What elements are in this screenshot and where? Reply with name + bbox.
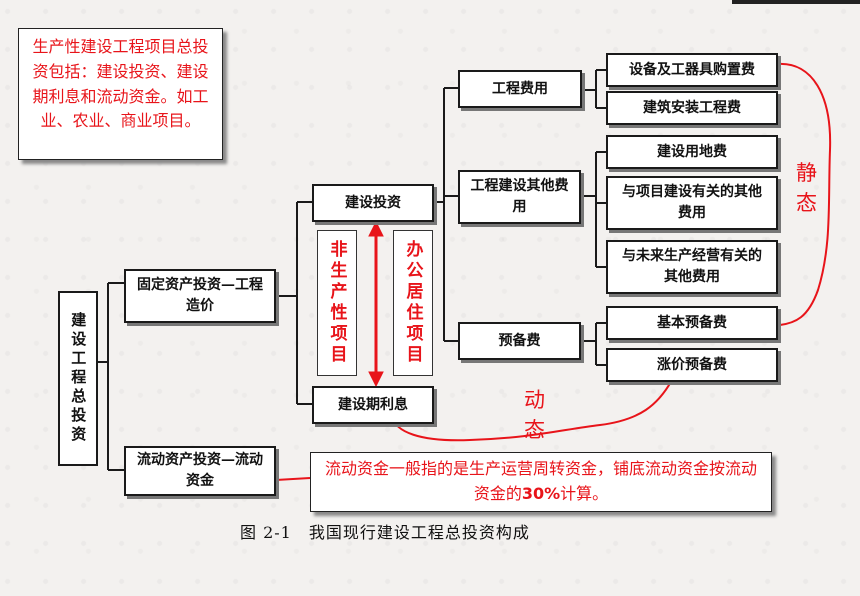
node-price-reserve: 涨价预备费 xyxy=(606,348,778,382)
note-productive-project: 生产性建设工程项目总投资包括：建设投资、建设期利息和流动资金。如工业、农业、商业… xyxy=(18,28,223,160)
node-reserve-label: 预备费 xyxy=(498,332,541,349)
red-double-arrow xyxy=(368,220,384,388)
node-total-investment-label: 建设工程总投资 xyxy=(69,312,88,445)
node-basic-reserve-label: 基本预备费 xyxy=(657,314,727,331)
node-fixed-asset: 固定资产投资—工程造价 xyxy=(124,269,276,323)
label-office-residential-text: 办公居住项目 xyxy=(402,240,423,366)
node-engineering-cost-label: 工程费用 xyxy=(492,80,548,97)
note-connector xyxy=(275,477,311,481)
node-working-capital-label: 流动资产投资—流动资金 xyxy=(137,452,263,489)
note-working-capital-text-end: 计算。 xyxy=(560,483,609,503)
node-other-cost-label: 工程建设其他费用 xyxy=(470,178,569,215)
connector-root xyxy=(96,282,124,471)
node-project-related-label: 与项目建设有关的其他费用 xyxy=(622,184,762,221)
node-land: 建设用地费 xyxy=(606,135,778,169)
note-productive-text: 生产性建设工程项目总投资包括：建设投资、建设期利息和流动资金。如工业、农业、商业… xyxy=(32,37,209,131)
node-construction-investment-label: 建设投资 xyxy=(345,194,401,211)
node-other-cost: 工程建设其他费用 xyxy=(458,170,581,224)
node-construction-interest: 建设期利息 xyxy=(312,386,434,424)
label-dynamic: 动态 xyxy=(524,385,550,446)
top-bar xyxy=(732,0,860,4)
node-installation: 建筑安装工程费 xyxy=(606,91,778,125)
figure-caption: 图 2-1 我国现行建设工程总投资构成 xyxy=(240,523,530,542)
note-highlight-percent: 30% xyxy=(521,483,561,503)
node-construction-investment: 建设投资 xyxy=(312,184,434,222)
label-dynamic-text: 动态 xyxy=(524,388,545,443)
node-land-label: 建设用地费 xyxy=(657,143,727,160)
connector-other xyxy=(581,151,606,268)
note-working-capital: 流动资金一般指的是生产运营周转资金，铺底流动资金按流动资金的30%计算。 xyxy=(310,452,772,512)
connector-reserve xyxy=(581,322,606,366)
label-non-productive-text: 非生产性项目 xyxy=(326,240,347,366)
node-equipment-label: 设备及工器具购置费 xyxy=(629,61,755,78)
node-price-reserve-label: 涨价预备费 xyxy=(657,356,727,373)
label-static-text: 静态 xyxy=(796,161,817,216)
node-installation-label: 建筑安装工程费 xyxy=(643,99,741,116)
node-construction-interest-label: 建设期利息 xyxy=(338,396,408,413)
node-engineering-cost: 工程费用 xyxy=(458,70,582,108)
node-working-capital: 流动资产投资—流动资金 xyxy=(124,446,276,496)
node-total-investment: 建设工程总投资 xyxy=(58,291,98,466)
label-office-residential: 办公居住项目 xyxy=(393,230,433,376)
node-project-related: 与项目建设有关的其他费用 xyxy=(606,176,778,230)
node-fixed-asset-label: 固定资产投资—工程造价 xyxy=(137,277,263,314)
connector-eng xyxy=(582,69,606,109)
connector-invest xyxy=(434,87,458,342)
node-future-production-label: 与未来生产经营有关的其他费用 xyxy=(622,248,762,285)
node-equipment: 设备及工器具购置费 xyxy=(606,53,778,87)
node-reserve: 预备费 xyxy=(458,322,581,360)
note-working-capital-text: 流动资金一般指的是生产运营周转资金，铺底流动资金按流动资金的 xyxy=(324,459,757,503)
label-static: 静态 xyxy=(796,158,822,219)
node-future-production: 与未来生产经营有关的其他费用 xyxy=(606,240,778,294)
connector-fixed xyxy=(276,201,312,405)
label-non-productive: 非生产性项目 xyxy=(317,230,357,376)
node-basic-reserve: 基本预备费 xyxy=(606,306,778,340)
static-curve xyxy=(777,62,832,326)
